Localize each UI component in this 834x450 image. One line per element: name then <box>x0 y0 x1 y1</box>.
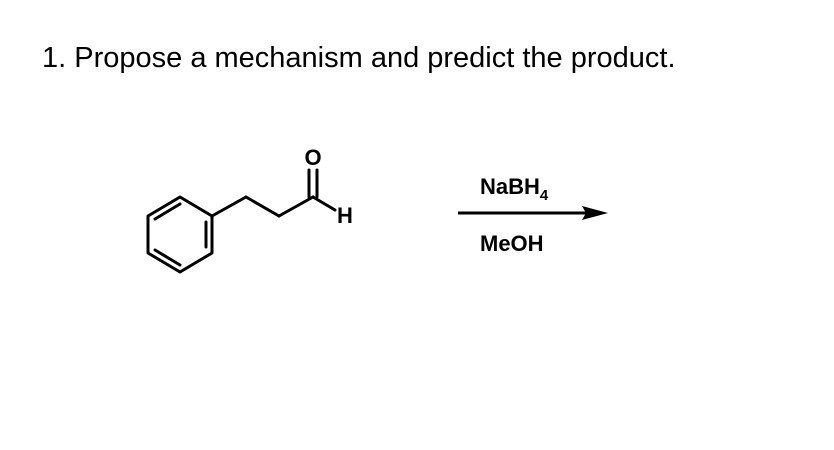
reaction-arrow <box>458 206 608 220</box>
chain-bond-1 <box>210 195 248 218</box>
chain-bond-2 <box>244 195 281 218</box>
reagent-below: MeOH <box>480 231 544 256</box>
starting-material <box>146 168 337 274</box>
question-text: 1. Propose a mechanism and predict the p… <box>42 42 676 74</box>
arrow-head <box>582 206 608 220</box>
hydrogen-label: H <box>337 203 353 228</box>
aromatic-bond-inner-3 <box>153 202 182 221</box>
reagent-above-subscript: 4 <box>540 187 549 204</box>
benzene-ring <box>146 195 214 274</box>
aromatic-bond-inner-2 <box>153 248 182 267</box>
chain-bond-3 <box>277 195 315 218</box>
oxygen-label: O <box>304 145 321 170</box>
reagent-above: NaBH4 <box>480 174 549 204</box>
aldehyde-ch-bond <box>311 195 337 212</box>
reagent-above-main: NaBH <box>480 174 540 199</box>
